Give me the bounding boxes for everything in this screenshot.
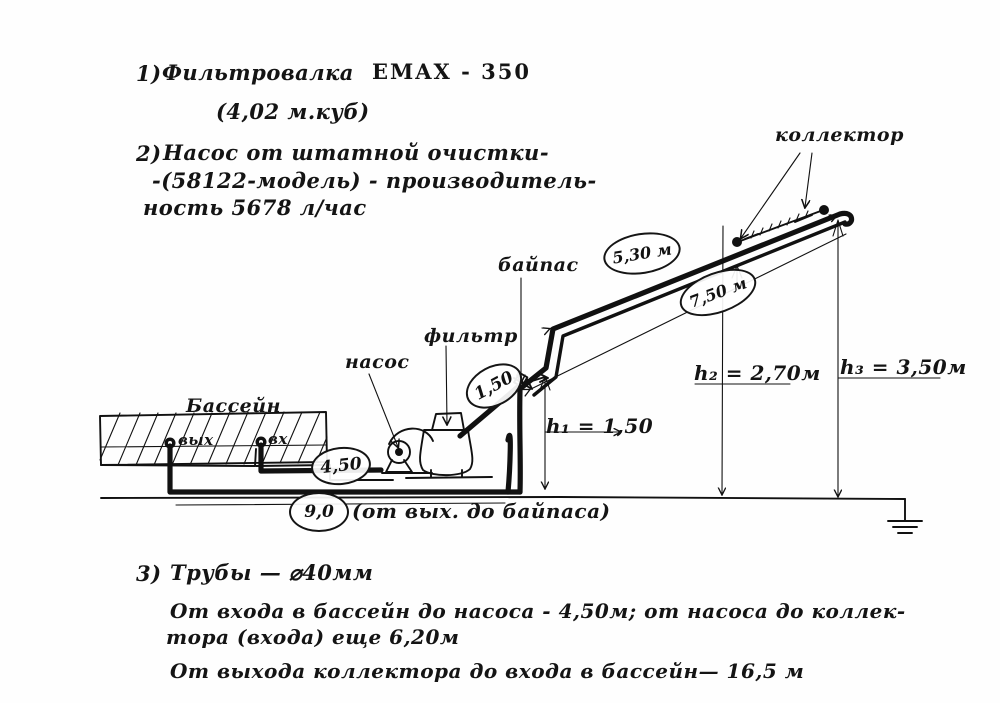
dimension-h1 <box>539 375 620 488</box>
note-3-number: 3) <box>136 561 162 586</box>
label-h3: h₃ = 3,50м <box>840 355 967 379</box>
note-3-line1: Трубы — ⌀40мм <box>170 560 374 585</box>
dimension-h3 <box>832 219 941 496</box>
note-1-model: EMAX - 350 <box>372 59 532 84</box>
callout-outlet-run-note: (от вых. до байпаса) <box>352 499 611 523</box>
note-2-number: 2) <box>136 141 162 166</box>
pump-unit <box>381 427 434 474</box>
label-filter: фильтр <box>424 325 518 347</box>
filter-tank <box>405 412 493 479</box>
note-2-line2: -(58122-модель) - производитель- <box>152 168 597 193</box>
note-1-number: 1) <box>136 61 162 86</box>
label-collector: коллектор <box>775 124 904 146</box>
label-pool: Бассейн <box>186 395 281 417</box>
note-1-title: Фильтровалка <box>162 60 354 85</box>
note-3-line2: От входа в бассейн до насоса - 4,50м; от… <box>170 599 906 623</box>
leader-collector-right <box>805 152 813 207</box>
note-2-line3: ность 5678 л/час <box>143 195 367 220</box>
label-pool-outlet: вых <box>178 431 214 449</box>
callout-outlet-run: 9,0 <box>289 492 349 532</box>
label-bypass: байпас <box>498 254 579 276</box>
label-h1: h₁ = 1,50 <box>546 414 654 438</box>
note-3-line3: тора (входа) еще 6,20м <box>166 625 460 649</box>
dimension-upper-run <box>549 216 836 329</box>
note-2-line1: Насос от штатной очистки- <box>163 140 550 165</box>
note-3-line4: От выхода коллектора до входа в бассейн—… <box>170 659 805 683</box>
earth-ground-icon <box>887 498 923 534</box>
pool-hatching <box>99 411 328 466</box>
leader-pump <box>368 373 398 447</box>
note-1-capacity: (4,02 м.куб) <box>216 99 370 124</box>
leader-collector-left <box>741 152 801 238</box>
label-pump: насос <box>345 351 410 373</box>
leader-filter <box>446 345 447 424</box>
pipe-riser-bypass <box>517 387 523 495</box>
label-pool-inlet: вх <box>268 430 288 448</box>
label-h2: h₂ = 2,70м <box>694 361 821 385</box>
